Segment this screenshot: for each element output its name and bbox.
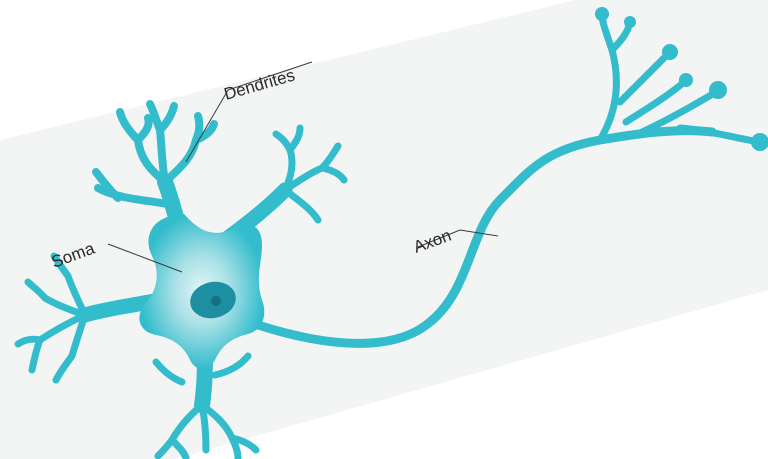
axon-label: Axon (411, 226, 454, 257)
bouton-6 (751, 133, 768, 151)
terminal-branch-1 (600, 14, 616, 140)
terminal-branch-3 (620, 54, 668, 102)
dendrite-upper-right-branch (276, 128, 344, 220)
dendrites-label: Dendrites (222, 66, 297, 104)
bouton-5 (709, 81, 727, 99)
bouton-3 (662, 44, 678, 60)
bouton-4 (679, 73, 693, 87)
bouton-1 (595, 7, 609, 21)
bouton-2 (624, 16, 636, 28)
soma-label: Soma (49, 239, 98, 272)
nucleolus (211, 296, 221, 306)
dendrite-left-branch (18, 256, 85, 380)
dendrite-upper-left-branch (120, 104, 214, 182)
